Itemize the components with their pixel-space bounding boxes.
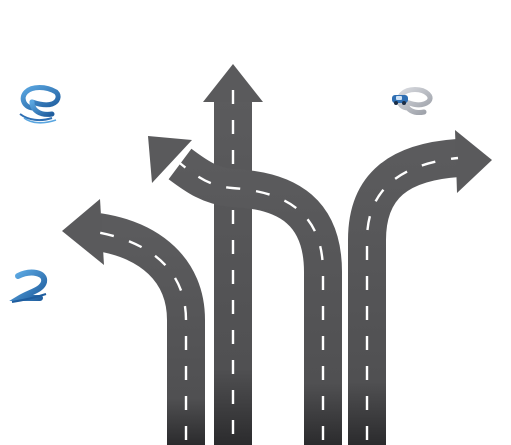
road-curve-right bbox=[348, 130, 492, 445]
road-curve-left-crossing bbox=[148, 136, 342, 445]
arrowhead-right-icon bbox=[455, 130, 492, 193]
road-straight bbox=[203, 64, 263, 445]
e-logo-blue-icon bbox=[19, 85, 61, 124]
road-curve-left-low bbox=[62, 199, 205, 445]
arrowhead-up-icon bbox=[203, 64, 263, 102]
arrowhead-left-icon bbox=[62, 199, 104, 265]
e-logo-gray-car-icon bbox=[392, 87, 433, 115]
arrowhead-left-upper-icon bbox=[148, 136, 192, 183]
e-logo-blue-script-icon bbox=[9, 269, 48, 303]
